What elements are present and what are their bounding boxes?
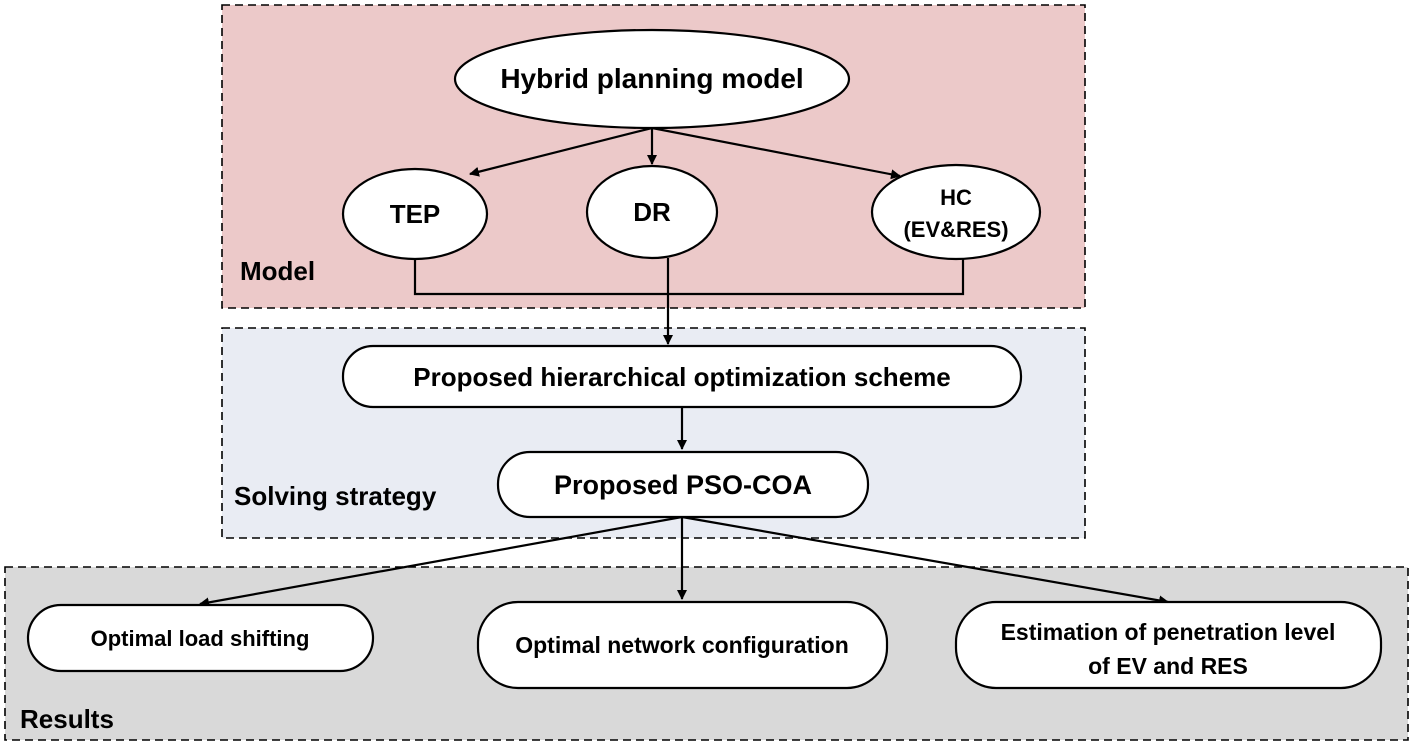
estimation-node [954,600,1383,690]
edge-hybrid-to-hc [651,126,901,180]
hybrid-planning-model-node [453,28,851,130]
pso-coa-node [496,450,870,519]
hc-label-line1: HC [940,185,972,210]
load-shifting-label: Optimal load shifting [91,626,310,651]
estimation-label-line1: Estimation of penetration level [1001,619,1336,645]
solving-strategy-panel-label: Solving strategy [234,481,437,511]
results-panel-label: Results [20,704,114,734]
network-config-label: Optimal network configuration [515,632,849,658]
estimation-label-line2: of EV and RES [1088,653,1248,679]
hc-label-line2: (EV&RES) [903,217,1008,242]
pso-coa-label: Proposed PSO-COA [554,470,812,500]
tep-label: TEP [390,199,441,229]
model-panel-label: Model [240,256,315,286]
edge-hybrid-to-tep [469,126,653,177]
hybrid-planning-model-label: Hybrid planning model [500,63,803,94]
dr-label: DR [633,197,671,227]
hierarchical-optimization-label: Proposed hierarchical optimization schem… [413,362,950,392]
tep-node [341,167,489,261]
edge-pso-to-load-shifting [199,515,683,608]
network-config-node [476,600,889,690]
edge-models-merge [413,259,965,296]
hierarchical-optimization-node [341,344,1023,409]
load-shifting-node [26,603,375,673]
edge-pso-to-estimation [681,515,1169,606]
dr-node [585,164,719,260]
hc-node [870,163,1042,261]
